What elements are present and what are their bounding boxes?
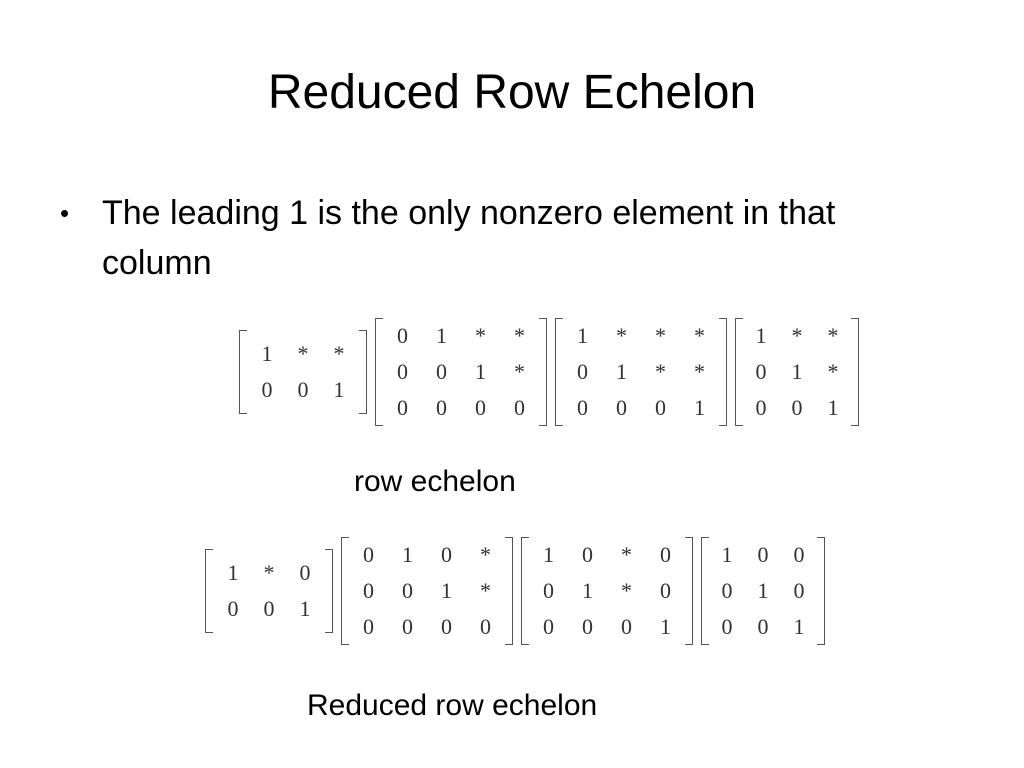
- matrix-cell: 0: [543, 578, 554, 603]
- matrix-cell: 0: [793, 578, 805, 603]
- reduced-row-echelon-caption: Reduced row echelon: [307, 689, 598, 722]
- matrix: 1 0 * 0 0 1 * 0 0 0 0 1: [521, 537, 693, 645]
- matrix-cell: 0: [397, 359, 408, 384]
- matrix-cell: 1: [475, 359, 486, 384]
- matrix-cell: 1: [227, 560, 239, 585]
- matrix-cell: *: [827, 359, 839, 384]
- matrix-cell: *: [694, 359, 705, 384]
- matrix: 0 1 0 * 0 0 1 * 0 0 0 0: [341, 537, 513, 645]
- matrix-cell: *: [791, 323, 803, 348]
- matrix-cell: 1: [791, 359, 803, 384]
- matrix-cell: 0: [757, 542, 769, 567]
- matrix-cell: *: [621, 578, 632, 603]
- matrix: 0 1 * * 0 0 1 * 0 0 0 0: [375, 318, 547, 426]
- matrix-cell: 1: [543, 542, 554, 567]
- matrix-cell: *: [263, 560, 275, 585]
- matrix-cell: 0: [582, 614, 593, 639]
- matrix-cell: 0: [261, 377, 273, 402]
- matrix-cell: 1: [333, 377, 345, 402]
- matrix-cell: 1: [261, 341, 273, 366]
- slide-title: Reduced Row Echelon: [267, 66, 757, 119]
- matrix: 1 * * * 0 1 * * 0 0 0 1: [555, 318, 727, 426]
- matrix-cell: 0: [660, 542, 671, 567]
- matrix-cell: *: [297, 341, 309, 366]
- matrix-cell: *: [616, 323, 627, 348]
- matrix-cell: 1: [436, 323, 447, 348]
- matrix-cell: 0: [402, 578, 413, 603]
- matrix-cell: 1: [402, 542, 413, 567]
- matrix-cell: 0: [793, 542, 805, 567]
- matrix-cell: 0: [299, 560, 311, 585]
- matrix-cell: *: [480, 542, 491, 567]
- matrix-cell: 0: [363, 578, 374, 603]
- matrix-cell: *: [694, 323, 705, 348]
- matrix-cell: 1: [793, 614, 805, 639]
- matrix-cell: 0: [363, 614, 374, 639]
- row-echelon-caption: row echelon: [354, 465, 516, 498]
- matrix-cell: *: [621, 542, 632, 567]
- matrix-cell: 0: [480, 614, 491, 639]
- matrix-cell: 0: [616, 395, 627, 420]
- matrix-cell: 0: [755, 359, 767, 384]
- matrix-cell: 0: [227, 596, 239, 621]
- matrix-cell: *: [655, 323, 666, 348]
- matrix-cell: 1: [577, 323, 588, 348]
- matrix-cell: 0: [441, 614, 452, 639]
- matrix-cell: 1: [616, 359, 627, 384]
- matrix-cell: 0: [441, 542, 452, 567]
- matrix-cell: 0: [655, 395, 666, 420]
- matrix-cell: 0: [263, 596, 275, 621]
- matrix-cell: 0: [577, 359, 588, 384]
- matrix-cell: 1: [660, 614, 671, 639]
- matrix-cell: 1: [694, 395, 705, 420]
- matrix-cell: 0: [721, 578, 733, 603]
- matrix-cell: 0: [397, 395, 408, 420]
- matrix-cell: 0: [436, 395, 447, 420]
- matrix-cell: *: [827, 323, 839, 348]
- matrix-cell: *: [333, 341, 345, 366]
- bullet-text: The leading 1 is the only nonzero elemen…: [102, 194, 836, 282]
- matrix-cell: 0: [582, 542, 593, 567]
- matrix-cell: 0: [543, 614, 554, 639]
- matrix-cell: 1: [721, 542, 733, 567]
- matrix-cell: 0: [475, 395, 486, 420]
- matrix-cell: 1: [755, 323, 767, 348]
- matrix-cell: *: [514, 359, 525, 384]
- matrix-cell: 0: [755, 395, 767, 420]
- matrix-cell: 0: [577, 395, 588, 420]
- matrix-cell: 1: [827, 395, 839, 420]
- matrix-cell: 0: [363, 542, 374, 567]
- matrix-cell: 0: [621, 614, 632, 639]
- matrix-cell: 0: [721, 614, 733, 639]
- matrix-cell: 0: [297, 377, 309, 402]
- matrix-cell: 1: [441, 578, 452, 603]
- matrix-cell: 0: [791, 395, 803, 420]
- matrix-cell: *: [475, 323, 486, 348]
- matrix-cell: 0: [514, 395, 525, 420]
- matrix-cell: 0: [660, 578, 671, 603]
- matrix-cell: 1: [757, 578, 769, 603]
- matrix-cell: *: [655, 359, 666, 384]
- matrix-cell: 1: [299, 596, 311, 621]
- matrix-cell: 0: [757, 614, 769, 639]
- matrix-cell: 0: [402, 614, 413, 639]
- matrix-cell: 0: [436, 359, 447, 384]
- matrix-cell: 1: [582, 578, 593, 603]
- matrix-cell: *: [480, 578, 491, 603]
- matrix-cell: 0: [397, 323, 408, 348]
- matrix-cell: *: [514, 323, 525, 348]
- bullet-marker: •: [60, 198, 70, 228]
